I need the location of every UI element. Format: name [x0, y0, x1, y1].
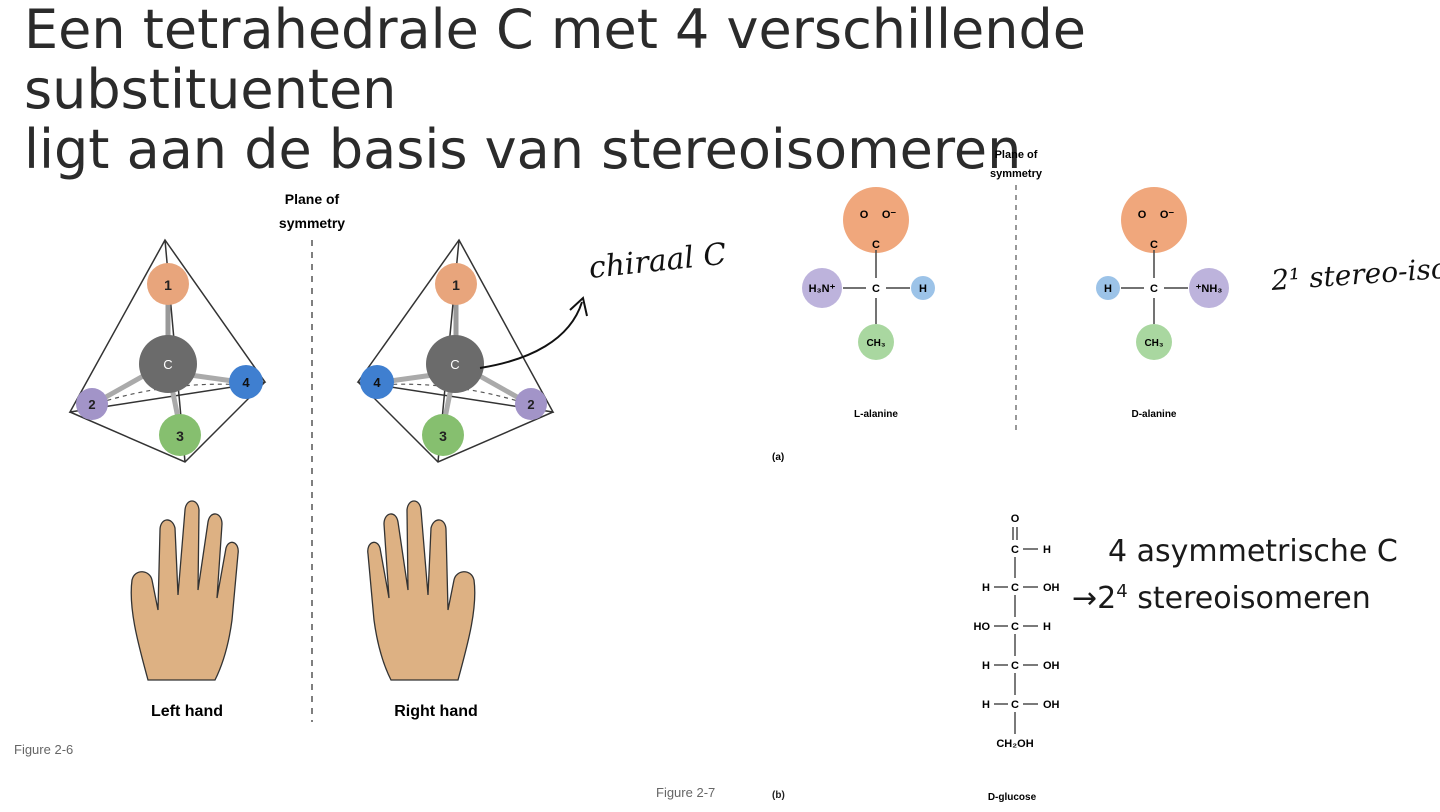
- l-alanine-carboxyl-c: C: [872, 239, 880, 251]
- glucose-note-base: 2: [1097, 581, 1117, 616]
- plane-label-line-2: symmetry: [279, 215, 345, 231]
- d-alanine-structure: O O⁻ C H C ⁺NH₃ CH₃ D-alanine: [1096, 187, 1229, 420]
- glucose-row-1-right: H: [1043, 544, 1051, 556]
- glucose-row-2-right: OH: [1043, 582, 1060, 594]
- glucose-row-4-left: H: [982, 660, 990, 672]
- glucose-note-line-1: 4 asymmetrische C: [1108, 534, 1398, 569]
- glucose-note-line-2: →24 stereoisomeren: [1072, 572, 1398, 619]
- substituent-4-ball: [229, 365, 263, 399]
- glucose-row-1-center: C: [1011, 544, 1019, 556]
- alanine-handwritten-note: 2¹ stereo-isomeren: [1269, 245, 1440, 297]
- substituent-2-label: 2: [88, 397, 95, 412]
- arrow-right-icon: →: [1072, 581, 1098, 616]
- d-alanine-center-c: C: [1150, 283, 1158, 295]
- figure-2-7-a: Plane of symmetry O O⁻ C H₃N⁺ C H CH₃ L-…: [772, 149, 1440, 463]
- figure-2-7-caption: Figure 2-7: [656, 785, 716, 800]
- glucose-note: 4 asymmetrische C →24 stereoisomeren: [1072, 532, 1398, 619]
- carbon-label: C: [163, 357, 172, 372]
- carbon-ball: [426, 335, 484, 393]
- d-alanine-methyl: CH₃: [1144, 338, 1163, 349]
- substituent-4-ball: [360, 365, 394, 399]
- glucose-name: D-glucose: [988, 792, 1037, 803]
- glucose-row-5-left: H: [982, 699, 990, 711]
- l-alanine-name: L-alanine: [854, 409, 898, 420]
- glucose-row-2-left: H: [982, 582, 990, 594]
- glucose-row-3-center: C: [1011, 621, 1019, 633]
- left-hand-label: Left hand: [151, 703, 223, 720]
- chiral-arrow: [479, 301, 583, 369]
- d-alanine-o1: O: [1138, 209, 1147, 221]
- left-tetrahedron: 1 C 2 4 3: [68, 238, 267, 463]
- carbon-label: C: [450, 357, 459, 372]
- panel-a-label: (a): [772, 452, 784, 463]
- glucose-row-2-center: C: [1011, 582, 1019, 594]
- l-alanine-o1: O: [860, 209, 869, 221]
- substituent-1-ball: [435, 263, 477, 305]
- slide-title-line-1: Een tetrahedrale C met 4 verschillende s…: [24, 0, 1086, 121]
- substituent-1-label: 1: [164, 277, 172, 293]
- panel-b-label: (b): [772, 790, 785, 801]
- l-alanine-center-c: C: [872, 283, 880, 295]
- chiral-annotation: chiraal C: [587, 237, 728, 286]
- substituent-1-label: 1: [452, 277, 460, 293]
- right-hand-label: Right hand: [394, 703, 478, 720]
- glucose-row-6-center: CH₂OH: [996, 738, 1033, 750]
- left-hand-image: [130, 500, 239, 681]
- glucose-row-5-center: C: [1011, 699, 1019, 711]
- d-alanine-h: H: [1104, 283, 1112, 295]
- glucose-row-3-right: H: [1043, 621, 1051, 633]
- glucose-row-5-right: OH: [1043, 699, 1060, 711]
- glucose-fischer-projection: O C H H C OH HO C H H C OH H C OH CH₂OH: [974, 513, 1060, 750]
- figure-2-7-b: O C H H C OH HO C H H C OH H C OH CH₂OH …: [974, 513, 1060, 803]
- l-alanine-amino: H₃N⁺: [809, 283, 836, 295]
- plane-label-line-1: Plane of: [995, 149, 1038, 161]
- figure-2-6: Plane of symmetry 1 C 2 4 3 1 C: [68, 191, 728, 722]
- substituent-4-label: 4: [373, 375, 381, 390]
- l-alanine-h: H: [919, 283, 927, 295]
- plane-label-line-2: symmetry: [990, 168, 1043, 180]
- substituent-2-ball: [76, 388, 108, 420]
- slide-title: Een tetrahedrale C met 4 verschillende s…: [24, 0, 1424, 180]
- substituent-3-ball: [422, 414, 464, 456]
- substituent-3-ball: [159, 414, 201, 456]
- substituent-3-label: 3: [176, 428, 184, 444]
- glucose-note-exponent: 4: [1116, 581, 1128, 602]
- glucose-row-3-left: HO: [974, 621, 991, 633]
- plane-label-line-1: Plane of: [285, 191, 340, 207]
- glucose-row-4-center: C: [1011, 660, 1019, 672]
- d-alanine-o2: O⁻: [1160, 209, 1175, 221]
- substituent-1-ball: [147, 263, 189, 305]
- slide-title-line-2: ligt aan de basis van stereoisomeren: [24, 118, 1022, 181]
- right-tetrahedron: 1 C 2 4 3: [356, 238, 555, 463]
- d-alanine-carboxyl-c: C: [1150, 239, 1158, 251]
- substituent-2-label: 2: [527, 397, 534, 412]
- l-alanine-methyl: CH₃: [866, 338, 885, 349]
- right-hand-image: [367, 500, 476, 681]
- substituent-2-ball: [515, 388, 547, 420]
- glucose-row-4-right: OH: [1043, 660, 1060, 672]
- l-alanine-structure: O O⁻ C H₃N⁺ C H CH₃ L-alanine: [802, 187, 935, 420]
- substituent-4-label: 4: [242, 375, 250, 390]
- chiral-arrow-head: [569, 296, 588, 317]
- substituent-3-label: 3: [439, 428, 447, 444]
- glucose-note-rest: stereoisomeren: [1127, 581, 1371, 616]
- d-alanine-name: D-alanine: [1131, 409, 1176, 420]
- carbon-ball: [139, 335, 197, 393]
- figure-2-6-caption: Figure 2-6: [14, 742, 74, 757]
- glucose-row-0-center: O: [1011, 513, 1020, 525]
- l-alanine-o2: O⁻: [882, 209, 897, 221]
- d-alanine-amino: ⁺NH₃: [1196, 283, 1223, 295]
